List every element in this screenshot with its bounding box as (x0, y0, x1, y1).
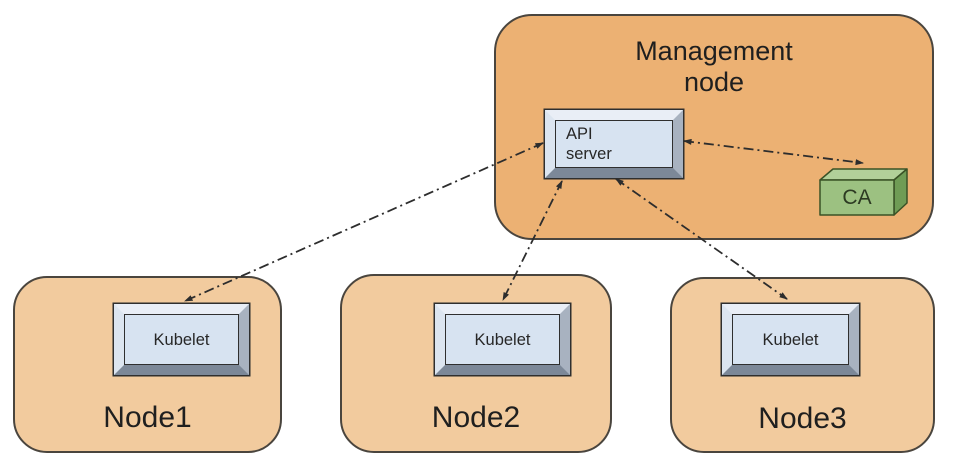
management-node-title: Management node (496, 36, 932, 98)
kubelet-label-node1: Kubelet (153, 330, 210, 349)
kubelet-box-node2: Kubelet (435, 304, 570, 375)
ca-3d-shape (819, 168, 908, 216)
ca-label: CA (842, 185, 872, 209)
api-server-label: API server (566, 125, 612, 163)
kubelet-label-node3: Kubelet (762, 330, 819, 349)
management-node-title-text: Management node (635, 36, 793, 97)
node1-label: Node1 (103, 401, 192, 434)
kubelet-box-node1: Kubelet (114, 304, 249, 375)
worker-node-3: Kubelet Node3 (670, 277, 935, 453)
node3-label: Node3 (758, 402, 847, 435)
node2-label: Node2 (431, 401, 521, 434)
kubelet-label-node2: Kubelet (474, 330, 531, 349)
kubelet-box-node3: Kubelet (722, 304, 859, 375)
worker-node-2: Kubelet Node2 (340, 274, 612, 453)
worker-node-1: Kubelet Node1 (13, 276, 282, 453)
management-node: Management node API server CA (494, 14, 934, 240)
ca-box: CA (818, 166, 910, 218)
api-server-box: API server (545, 110, 683, 178)
